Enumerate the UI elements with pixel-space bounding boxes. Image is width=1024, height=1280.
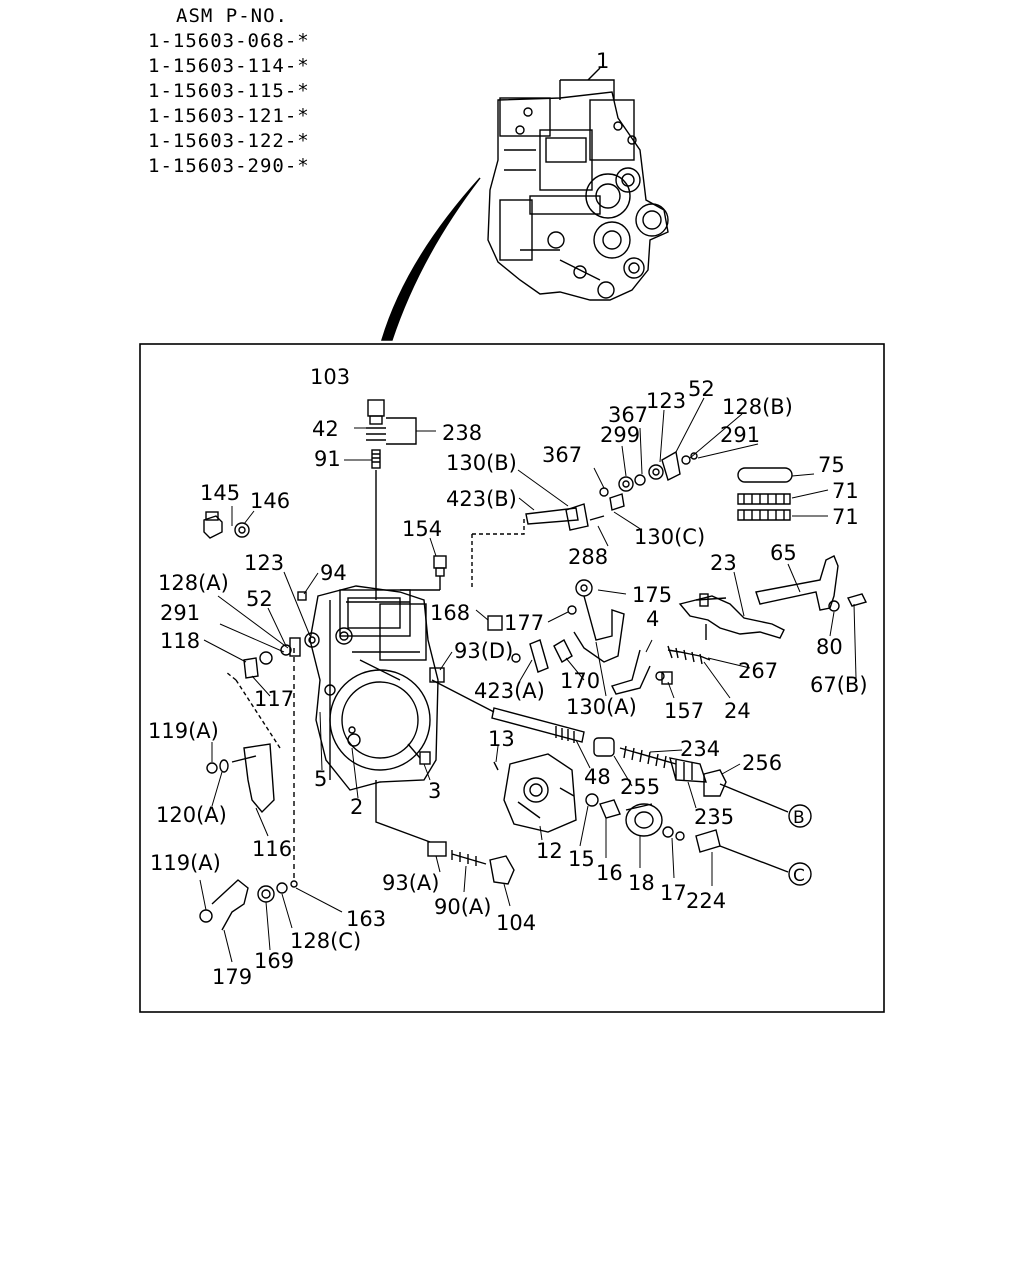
callout-label: 15 <box>568 847 595 871</box>
callout-label: 67(B) <box>810 673 868 697</box>
callout-label: 267 <box>738 659 778 683</box>
callout-label: 17 <box>660 881 687 905</box>
part-number: 1-15603-290-* <box>148 155 310 177</box>
callout-label: 52 <box>246 587 273 611</box>
callout-label: 93(D) <box>454 639 513 663</box>
callout-label: 94 <box>320 561 347 585</box>
callout-label: 177 <box>504 611 544 635</box>
pump-assembly-overview-drawing <box>487 79 669 301</box>
leader-line <box>587 67 601 81</box>
callout-label: 179 <box>212 965 252 989</box>
callout-label: 2 <box>350 795 363 819</box>
callout-label: 13 <box>488 727 515 751</box>
callout-label: 18 <box>628 871 655 895</box>
part-number: 1-15603-115-* <box>148 80 310 102</box>
callout-label: 75 <box>818 453 845 477</box>
callout-label: 367 <box>542 443 582 467</box>
callout-label: 71 <box>832 505 859 529</box>
callout-label: 104 <box>496 911 536 935</box>
callout-label: 288 <box>568 545 608 569</box>
reference-letter-c: C <box>793 866 805 886</box>
callout-label: 1 <box>596 49 609 73</box>
callout-label: 103 <box>310 365 350 389</box>
part-number: 1-15603-068-* <box>148 30 310 52</box>
callout-label: 120(A) <box>156 803 227 827</box>
callout-label: 423(B) <box>446 487 517 511</box>
assembly-part-number-list: ASM P-NO. 1-15603-068-* 1-15603-114-* 1-… <box>148 4 310 179</box>
callout-label: 238 <box>442 421 482 445</box>
part-number: 1-15603-122-* <box>148 130 310 152</box>
part-number: 1-15603-121-* <box>148 105 310 127</box>
callout-label: 42 <box>312 417 339 441</box>
callout-label: 291 <box>720 423 760 447</box>
callout-label: 130(A) <box>566 695 637 719</box>
callout-label: 5 <box>314 767 327 791</box>
callout-label: 80 <box>816 635 843 659</box>
reference-circle-b <box>788 804 812 828</box>
callout-label: 3 <box>428 779 441 803</box>
part-number: 1-15603-114-* <box>148 55 310 77</box>
callout-label: 119(A) <box>148 719 219 743</box>
callout-label: 90(A) <box>434 895 491 919</box>
callout-label: 128(A) <box>158 571 229 595</box>
callout-label: 130(C) <box>634 525 705 549</box>
callout-label: 423(A) <box>474 679 545 703</box>
callout-label: 93(A) <box>382 871 439 895</box>
callout-label: 154 <box>402 517 442 541</box>
callout-label: 235 <box>694 805 734 829</box>
callout-label: 65 <box>770 541 797 565</box>
callout-label: 255 <box>620 775 660 799</box>
callout-label: 367 <box>608 403 648 427</box>
callout-label: 146 <box>250 489 290 513</box>
callout-label: 24 <box>724 699 751 723</box>
callout-label: 119(A) <box>150 851 221 875</box>
callout-label: 123 <box>646 389 686 413</box>
callout-label: 128(B) <box>722 395 793 419</box>
callout-labels: 1 103 42 238 91 145 146 154 130(B) 423(B… <box>148 49 868 989</box>
callout-label: 71 <box>832 479 859 503</box>
callout-label: 145 <box>200 481 240 505</box>
callout-label: 175 <box>632 583 672 607</box>
callout-label: 118 <box>160 629 200 653</box>
callout-label: 256 <box>742 751 782 775</box>
callout-label: 291 <box>160 601 200 625</box>
callout-label: 4 <box>646 607 659 631</box>
callout-label: 91 <box>314 447 341 471</box>
callout-label: 224 <box>686 889 726 913</box>
callout-label: 123 <box>244 551 284 575</box>
callout-label: 169 <box>254 949 294 973</box>
assembly-heading: ASM P-NO. <box>176 5 288 27</box>
callout-label: 52 <box>688 377 715 401</box>
detail-frame <box>139 343 885 1013</box>
leader-lines <box>199 397 857 963</box>
callout-label: 23 <box>710 551 737 575</box>
detail-pointer-arrow <box>381 177 481 341</box>
callout-label: 16 <box>596 861 623 885</box>
reference-circle-c <box>788 862 812 886</box>
callout-label: 163 <box>346 907 386 931</box>
callout-label: 168 <box>430 601 470 625</box>
callout-label: 234 <box>680 737 720 761</box>
callout-label: 130(B) <box>446 451 517 475</box>
callout-label: 12 <box>536 839 563 863</box>
reference-letter-b: B <box>793 808 805 828</box>
callout-label: 299 <box>600 423 640 447</box>
callout-label: 128(C) <box>290 929 361 953</box>
callout-label: 157 <box>664 699 704 723</box>
callout-label: 170 <box>560 669 600 693</box>
callout-label: 48 <box>584 765 611 789</box>
callout-label: 116 <box>252 837 292 861</box>
callout-label: 117 <box>254 687 294 711</box>
parts-drawings <box>199 399 868 931</box>
